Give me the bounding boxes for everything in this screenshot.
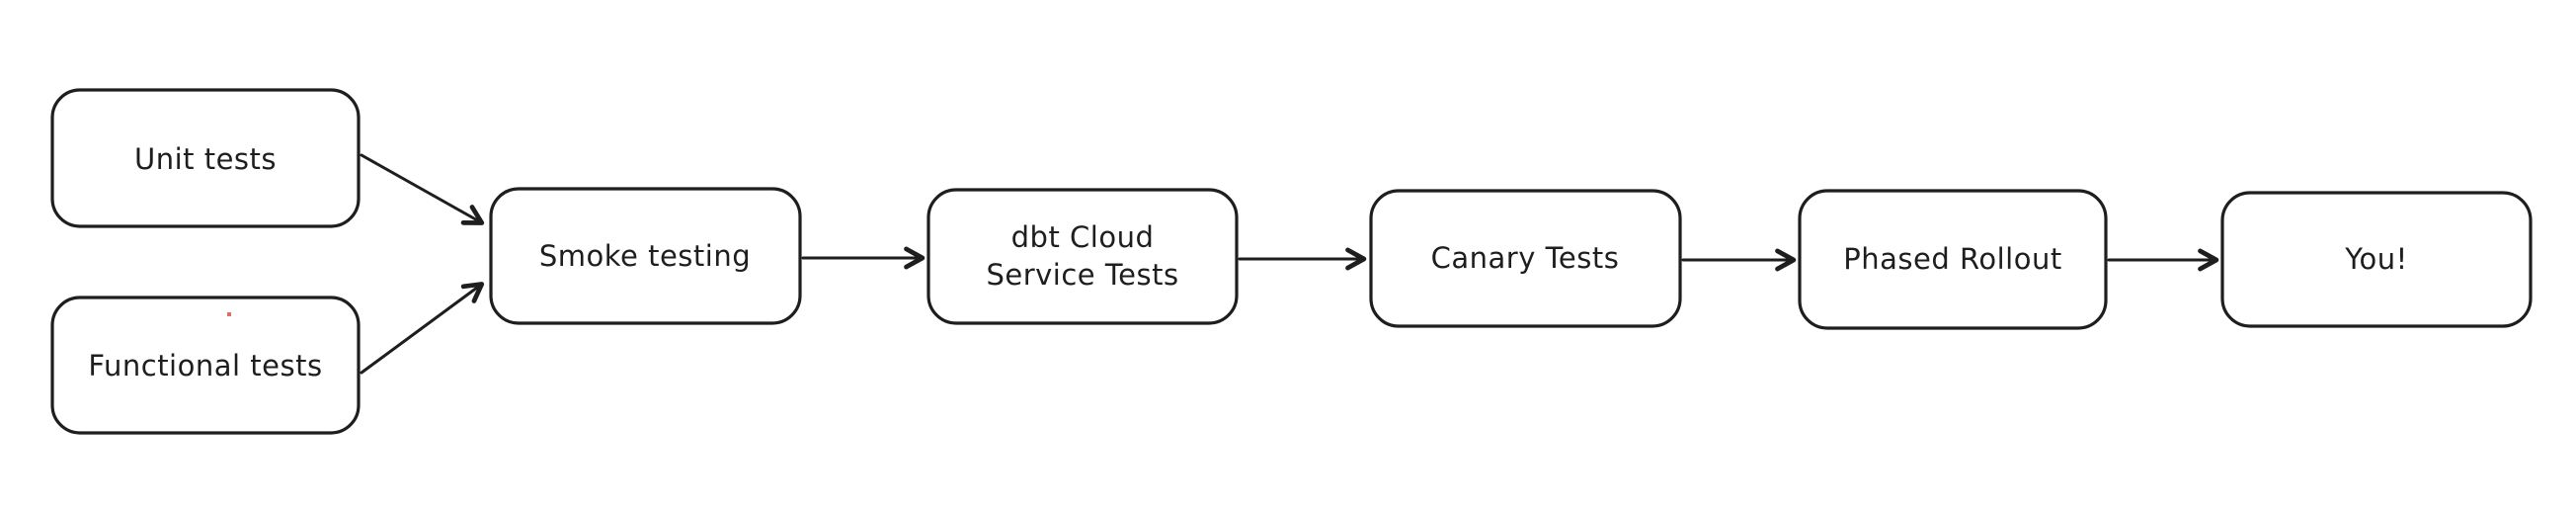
node-phased-rollout-box	[1798, 189, 2108, 330]
node-canary-tests-box	[1369, 189, 1682, 328]
node-canary-tests: Canary Tests	[1369, 189, 1682, 328]
node-unit-tests-box	[50, 88, 361, 228]
node-you: You!	[2220, 191, 2533, 328]
node-unit-tests-label: Unit tests	[134, 142, 277, 176]
node-dbt-cloud-service-tests-box	[926, 188, 1239, 325]
edge-functional-tests-to-smoke-testing	[360, 282, 485, 375]
node-functional-tests: Functional tests	[50, 296, 361, 435]
node-smoke-testing-box	[489, 187, 802, 325]
node-canary-tests-label: Canary Tests	[1431, 241, 1620, 275]
edge-unit-tests-to-smoke-testing	[360, 153, 485, 225]
node-you-label: You!	[2344, 242, 2408, 276]
node-dbt-cloud-service-tests: dbt Cloud Service Tests	[926, 188, 1239, 325]
edges	[360, 153, 2219, 375]
node-phased-rollout: Phased Rollout	[1798, 189, 2108, 330]
stray-red-dot	[227, 312, 231, 316]
node-functional-tests-box	[50, 296, 361, 435]
node-you-box	[2220, 191, 2533, 328]
node-smoke-testing-label: Smoke testing	[539, 239, 751, 273]
node-smoke-testing: Smoke testing	[489, 187, 802, 325]
node-unit-tests: Unit tests	[50, 88, 361, 228]
node-dbt-cloud-service-tests-label-line2: Service Tests	[986, 258, 1178, 292]
node-dbt-cloud-service-tests-label-line1: dbt Cloud	[1011, 220, 1155, 254]
node-functional-tests-label: Functional tests	[88, 349, 322, 382]
node-phased-rollout-label: Phased Rollout	[1843, 242, 2061, 276]
